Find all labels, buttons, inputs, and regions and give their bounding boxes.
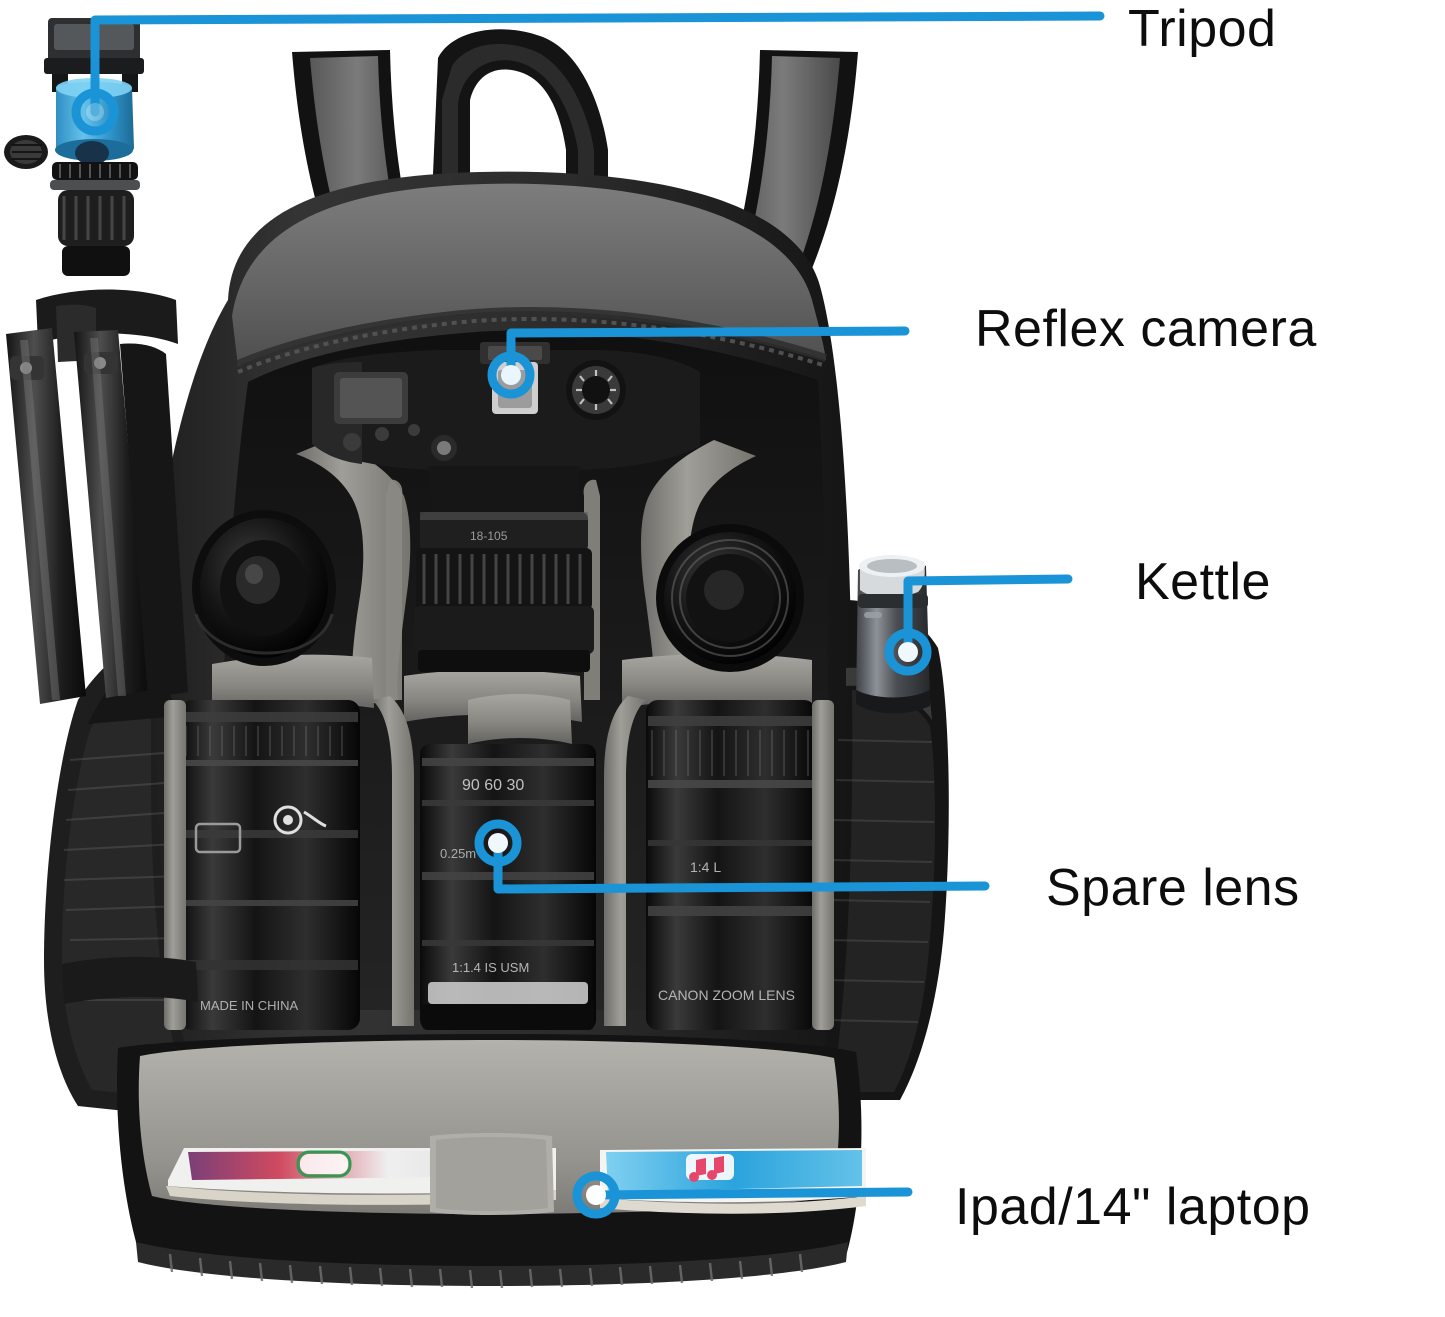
svg-text:CANON ZOOM LENS: CANON ZOOM LENS — [658, 987, 795, 1003]
callout-dot-kettle — [884, 628, 932, 676]
callout-dot-reflex-camera — [487, 351, 535, 399]
lens-cap-right — [656, 524, 804, 672]
callout-dot-spare-lens — [474, 819, 522, 867]
tripod-legs — [6, 328, 188, 704]
svg-text:1:4 L: 1:4 L — [690, 859, 721, 875]
callout-label-ipad-laptop: Ipad/14" laptop — [955, 1178, 1311, 1236]
svg-text:90 60 30: 90 60 30 — [462, 777, 524, 794]
dslr-camera: 18-105 — [312, 342, 700, 672]
callout-dot-ipad-laptop — [572, 1171, 620, 1219]
callout-label-kettle: Kettle — [1135, 553, 1271, 611]
callout-label-spare-lens: Spare lens — [1046, 859, 1300, 917]
lens-cap-left — [192, 510, 336, 666]
svg-text:18-105: 18-105 — [470, 529, 508, 543]
leader-tripod — [90, 11, 1105, 117]
svg-text:1:1.4 IS USM: 1:1.4 IS USM — [452, 960, 529, 975]
lens-lower-right: 1:4 L CANON ZOOM LENS — [646, 700, 816, 1030]
callout-dot-tripod — [71, 88, 119, 136]
bottom-zipper — [136, 1242, 848, 1286]
leader-ipad-laptop — [591, 1187, 913, 1200]
callout-label-tripod: Tripod — [1128, 0, 1277, 58]
laptop — [600, 1148, 866, 1214]
svg-text:MADE IN CHINA: MADE IN CHINA — [200, 998, 299, 1013]
callout-markers — [71, 88, 932, 1219]
laptop-compartment — [116, 1034, 866, 1289]
svg-text:0.25m: 0.25m — [440, 846, 476, 861]
leader-kettle — [903, 574, 1073, 657]
leader-reflex-camera — [506, 326, 910, 380]
lens-lower-left: MADE IN CHINA — [180, 700, 360, 1030]
callout-label-reflex-camera: Reflex camera — [975, 300, 1317, 358]
